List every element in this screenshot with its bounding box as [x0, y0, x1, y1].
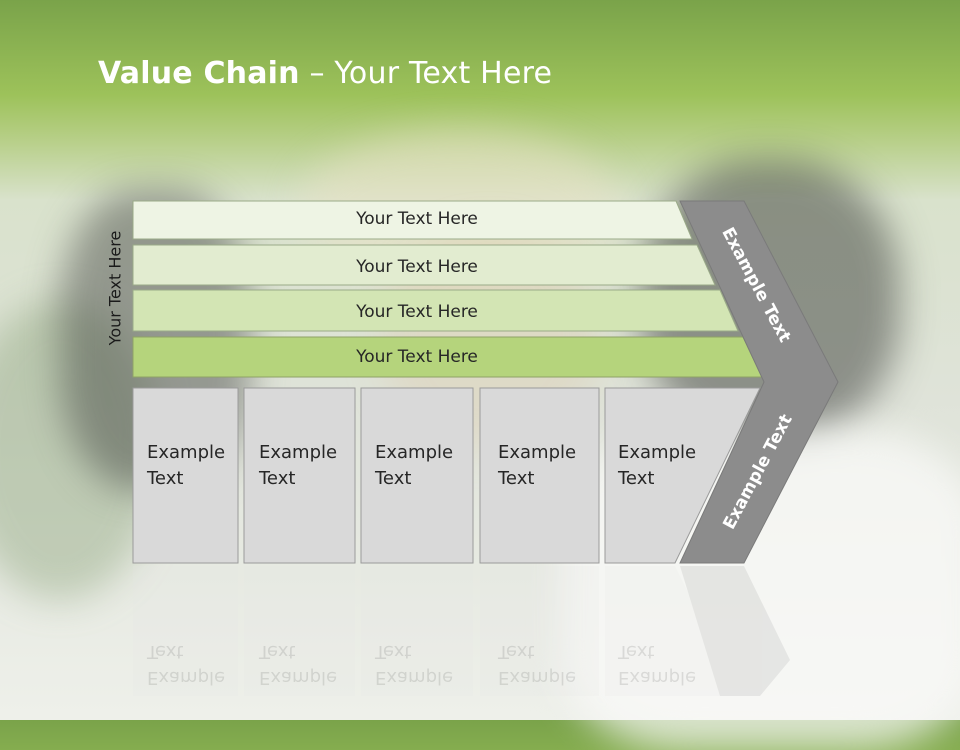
box-text-5: Example Text [618, 440, 718, 492]
box-text-4: Example Text [498, 440, 598, 492]
reflection-text-line: Text [147, 641, 184, 662]
reflection: Example Text Example Text Example Text E… [0, 565, 960, 720]
reflection-text-line: Example [375, 667, 454, 688]
title-rest: – Your Text Here [299, 56, 553, 91]
reflection-text-line: Example [147, 667, 226, 688]
bar-label-4: Your Text Here [356, 347, 478, 367]
box-shape-5[interactable] [604, 387, 761, 564]
reflection-text-line: Text [498, 641, 535, 662]
box-text-line: Text [375, 468, 412, 489]
bar-label-2: Your Text Here [356, 257, 478, 277]
bar-shape-2[interactable] [132, 244, 716, 286]
reflection-text-3: Example Text [375, 638, 475, 690]
slide-title: Value Chain – Your Text Here [98, 56, 552, 91]
reflection-text-2: Example Text [259, 638, 359, 690]
box-text-line: Text [498, 468, 535, 489]
bar-label-1: Your Text Here [356, 209, 478, 229]
box-text-1: Example Text [147, 440, 247, 492]
reflection-text-line: Example [259, 667, 338, 688]
box-text-line: Example [498, 442, 577, 463]
box-text-line: Example [375, 442, 454, 463]
bar-shape-1[interactable] [132, 200, 693, 240]
box-text-line: Example [259, 442, 338, 463]
reflection-text-line: Text [375, 641, 412, 662]
bar-label-3: Your Text Here [356, 302, 478, 322]
reflection-text-5: Example Text [618, 638, 718, 690]
reflection-text-4: Example Text [498, 638, 598, 690]
box-text-line: Example [147, 442, 226, 463]
box-text-line: Text [259, 468, 296, 489]
box-text-3: Example Text [375, 440, 475, 492]
reflection-text-line: Text [259, 641, 296, 662]
value-chain-diagram [132, 200, 839, 696]
bar-shape-3[interactable] [132, 289, 739, 332]
chevron-shape[interactable] [679, 200, 839, 564]
reflection-text-line: Example [618, 667, 697, 688]
box-shape-2[interactable] [243, 387, 356, 564]
reflection-shapes [133, 566, 790, 696]
box-text-line: Example [618, 442, 697, 463]
reflection-text-line: Example [498, 667, 577, 688]
box-shape-1[interactable] [132, 387, 239, 564]
title-bold: Value Chain [98, 56, 300, 91]
box-text-line: Text [618, 468, 655, 489]
reflection-text-1: Example Text [147, 638, 247, 690]
box-text-line: Text [147, 468, 184, 489]
box-shape-4[interactable] [479, 387, 600, 564]
box-text-2: Example Text [259, 440, 359, 492]
reflection-text-line: Text [618, 641, 655, 662]
box-shape-3[interactable] [360, 387, 474, 564]
